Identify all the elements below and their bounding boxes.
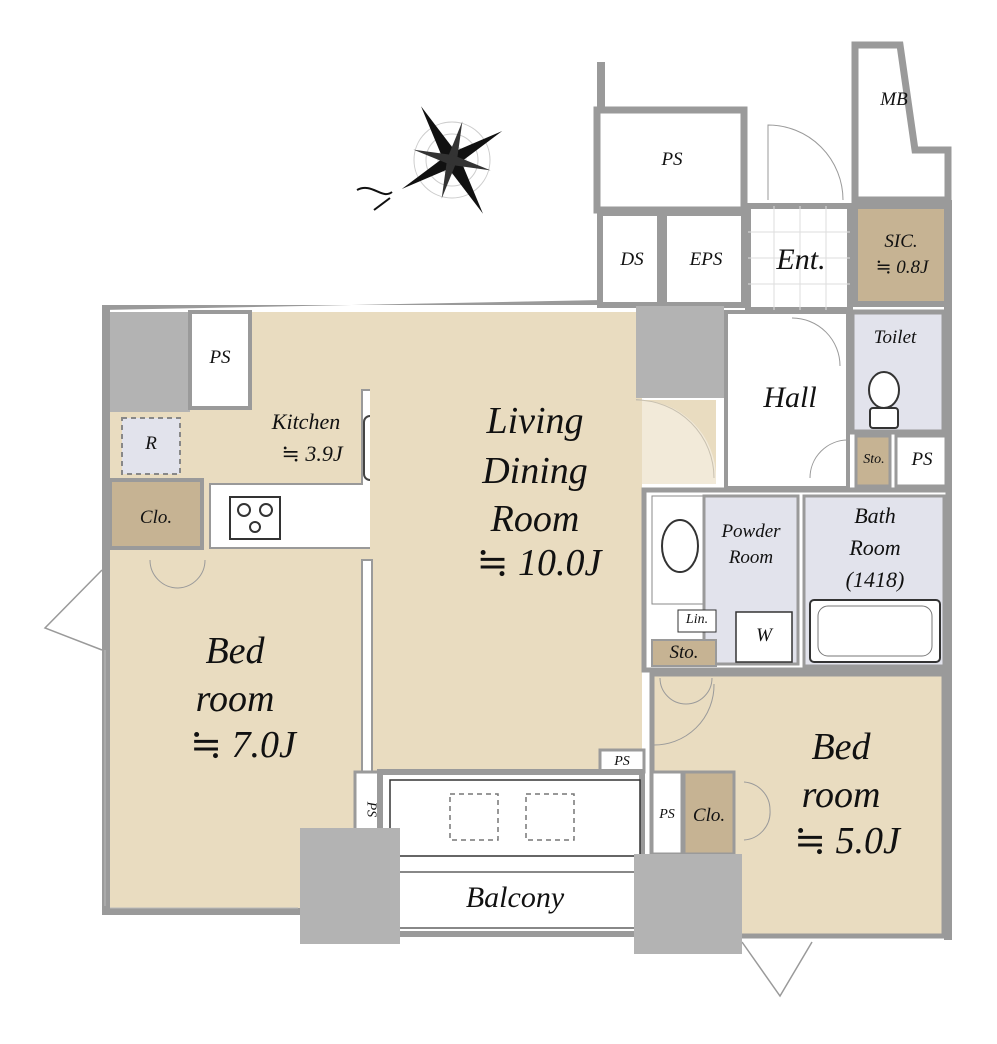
compass-rose-icon — [356, 106, 503, 214]
bath-line1-label: Bath — [854, 503, 896, 528]
ps-top-label: PS — [661, 149, 683, 170]
washbasin-icon — [661, 519, 699, 573]
ldr-line2-label: Dining — [482, 450, 588, 492]
balcony-label: Balcony — [465, 881, 565, 914]
fridge-label: R — [145, 433, 157, 454]
ps-mid-label: PS — [614, 754, 630, 769]
kitchen-size-label: ≒ 3.9J — [281, 441, 343, 466]
ldr-line3-label: Room — [490, 498, 580, 540]
ps-hall-label: PS — [911, 449, 933, 470]
kitchen-label: Kitchen — [271, 409, 341, 434]
bed1-size-label: ≒ 7.0J — [190, 724, 296, 766]
toilet-label: Toilet — [873, 327, 917, 348]
bath-line2-label: Room — [849, 535, 901, 560]
ps-balcony-label: PS — [363, 801, 379, 818]
bed2-line1-label: Bed — [811, 726, 871, 768]
ldr-size-label: ≒ 10.0J — [476, 542, 602, 584]
bath-size-label: (1418) — [845, 567, 905, 592]
powder-line1-label: Powder — [721, 521, 781, 542]
ps-bed2-label: PS — [659, 807, 675, 822]
bed1-line1-label: Bed — [205, 630, 265, 672]
clo-left-label: Clo. — [139, 507, 173, 528]
lin-label: Lin. — [685, 612, 709, 627]
sto-powder-label: Sto. — [669, 642, 699, 663]
clo-bed2-label: Clo. — [692, 805, 726, 826]
bathtub-icon — [809, 599, 941, 663]
bed1-line2-label: room — [195, 678, 275, 720]
ldr-line1-label: Living — [486, 400, 584, 442]
toilet-icon — [868, 371, 900, 429]
ps-kitchen-label: PS — [209, 347, 231, 368]
sic-size-label: ≒ 0.8J — [875, 257, 929, 278]
bed2-size-label: ≒ 5.0J — [794, 820, 900, 862]
mb-label: MB — [880, 89, 908, 110]
hall-label: Hall — [763, 381, 817, 414]
eps-label: EPS — [689, 249, 723, 270]
bed2-line2-label: room — [801, 774, 881, 816]
powder-line2-label: Room — [728, 547, 774, 568]
ds-label: DS — [620, 249, 644, 270]
stove-icon — [229, 496, 281, 540]
ent-label: Ent. — [776, 243, 826, 276]
sic-label: SIC. — [884, 231, 918, 252]
sto-hall-label: Sto. — [863, 452, 885, 467]
washer-label: W — [756, 625, 772, 646]
